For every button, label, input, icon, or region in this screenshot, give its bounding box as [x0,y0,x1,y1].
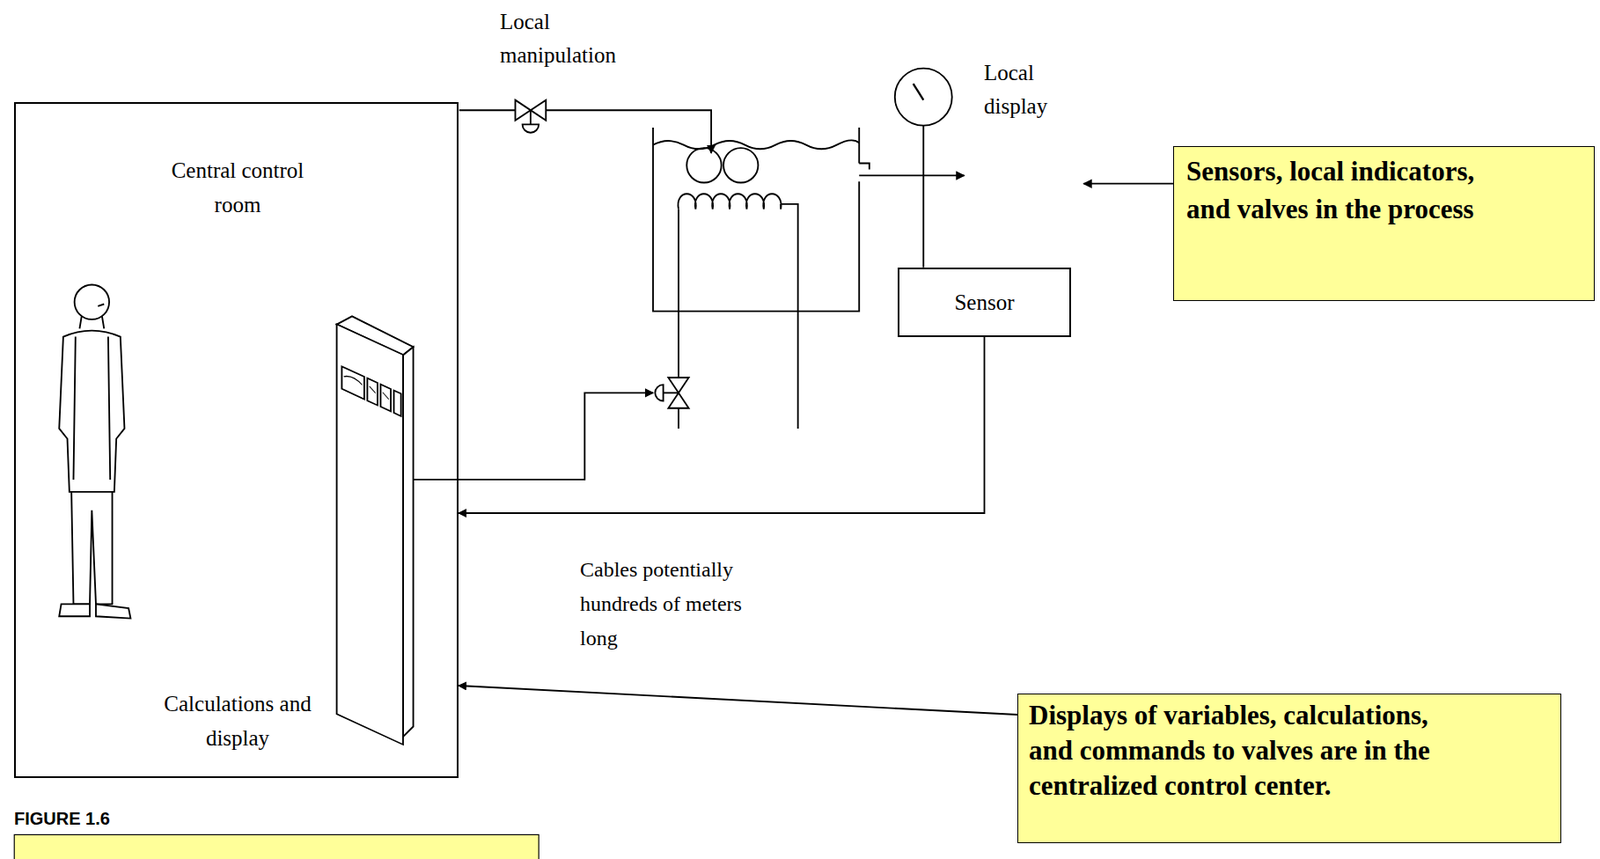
valve-label: Local manipulation [499,5,659,73]
manual-valve [459,100,712,154]
note-band [14,834,539,859]
node-text: Calculations and display [145,686,331,756]
sensor-box: Sensor [897,267,1072,338]
cable-arrow [458,685,1018,715]
figure-number: FIGURE 1.6 [14,807,279,830]
control-valve [654,377,689,409]
callout-leader [1083,183,1174,185]
gauge-label: Local display [983,56,1099,124]
node-text: Central control room [154,153,322,222]
cable-note: Cables potentially hundreds of meters lo… [579,552,770,656]
cable-arrow [458,337,985,514]
operator-figure [58,284,131,618]
node-text: Sensors, local indicators, and valves in… [1186,152,1504,228]
callout-box: Sensors, local indicators, and valves in… [1173,146,1595,301]
control-panel [337,315,414,745]
control-cable [413,392,654,480]
callout-box: Displays of variables, calculations, and… [1017,693,1562,844]
pressure-gauge [895,68,953,268]
node-text: Displays of variables, calculations, and… [1028,697,1447,804]
control-room-box: Central control roomCalculations and dis… [14,102,459,778]
node-text: Sensor [954,289,1014,316]
